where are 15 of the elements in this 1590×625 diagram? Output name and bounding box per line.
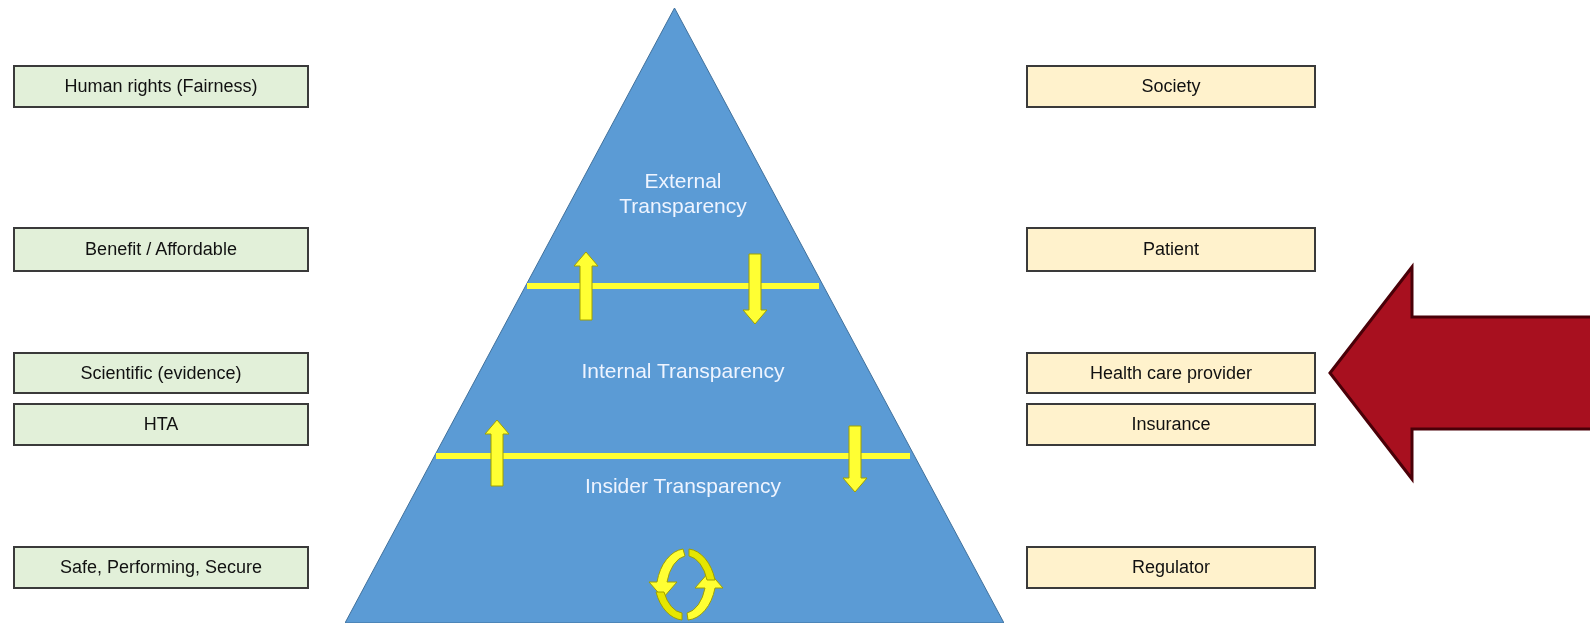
label-box: Human rights (Fairness) bbox=[13, 65, 309, 108]
label-box: Health care provider bbox=[1026, 352, 1316, 394]
layer-label: Internal Transparency bbox=[580, 358, 786, 384]
pyramid bbox=[345, 8, 1004, 623]
layer-label: External Transparency bbox=[618, 168, 748, 219]
label-box: Benefit / Affordable bbox=[13, 227, 309, 272]
label-box: Patient bbox=[1026, 227, 1316, 272]
layer-label: Insider Transparency bbox=[583, 473, 783, 499]
block-arrow bbox=[1328, 262, 1590, 484]
label-box: Regulator bbox=[1026, 546, 1316, 589]
label-box: Scientific (evidence) bbox=[13, 352, 309, 394]
label-box: Insurance bbox=[1026, 403, 1316, 446]
label-box: Society bbox=[1026, 65, 1316, 108]
label-box: HTA bbox=[13, 403, 309, 446]
label-box: Safe, Performing, Secure bbox=[13, 546, 309, 589]
